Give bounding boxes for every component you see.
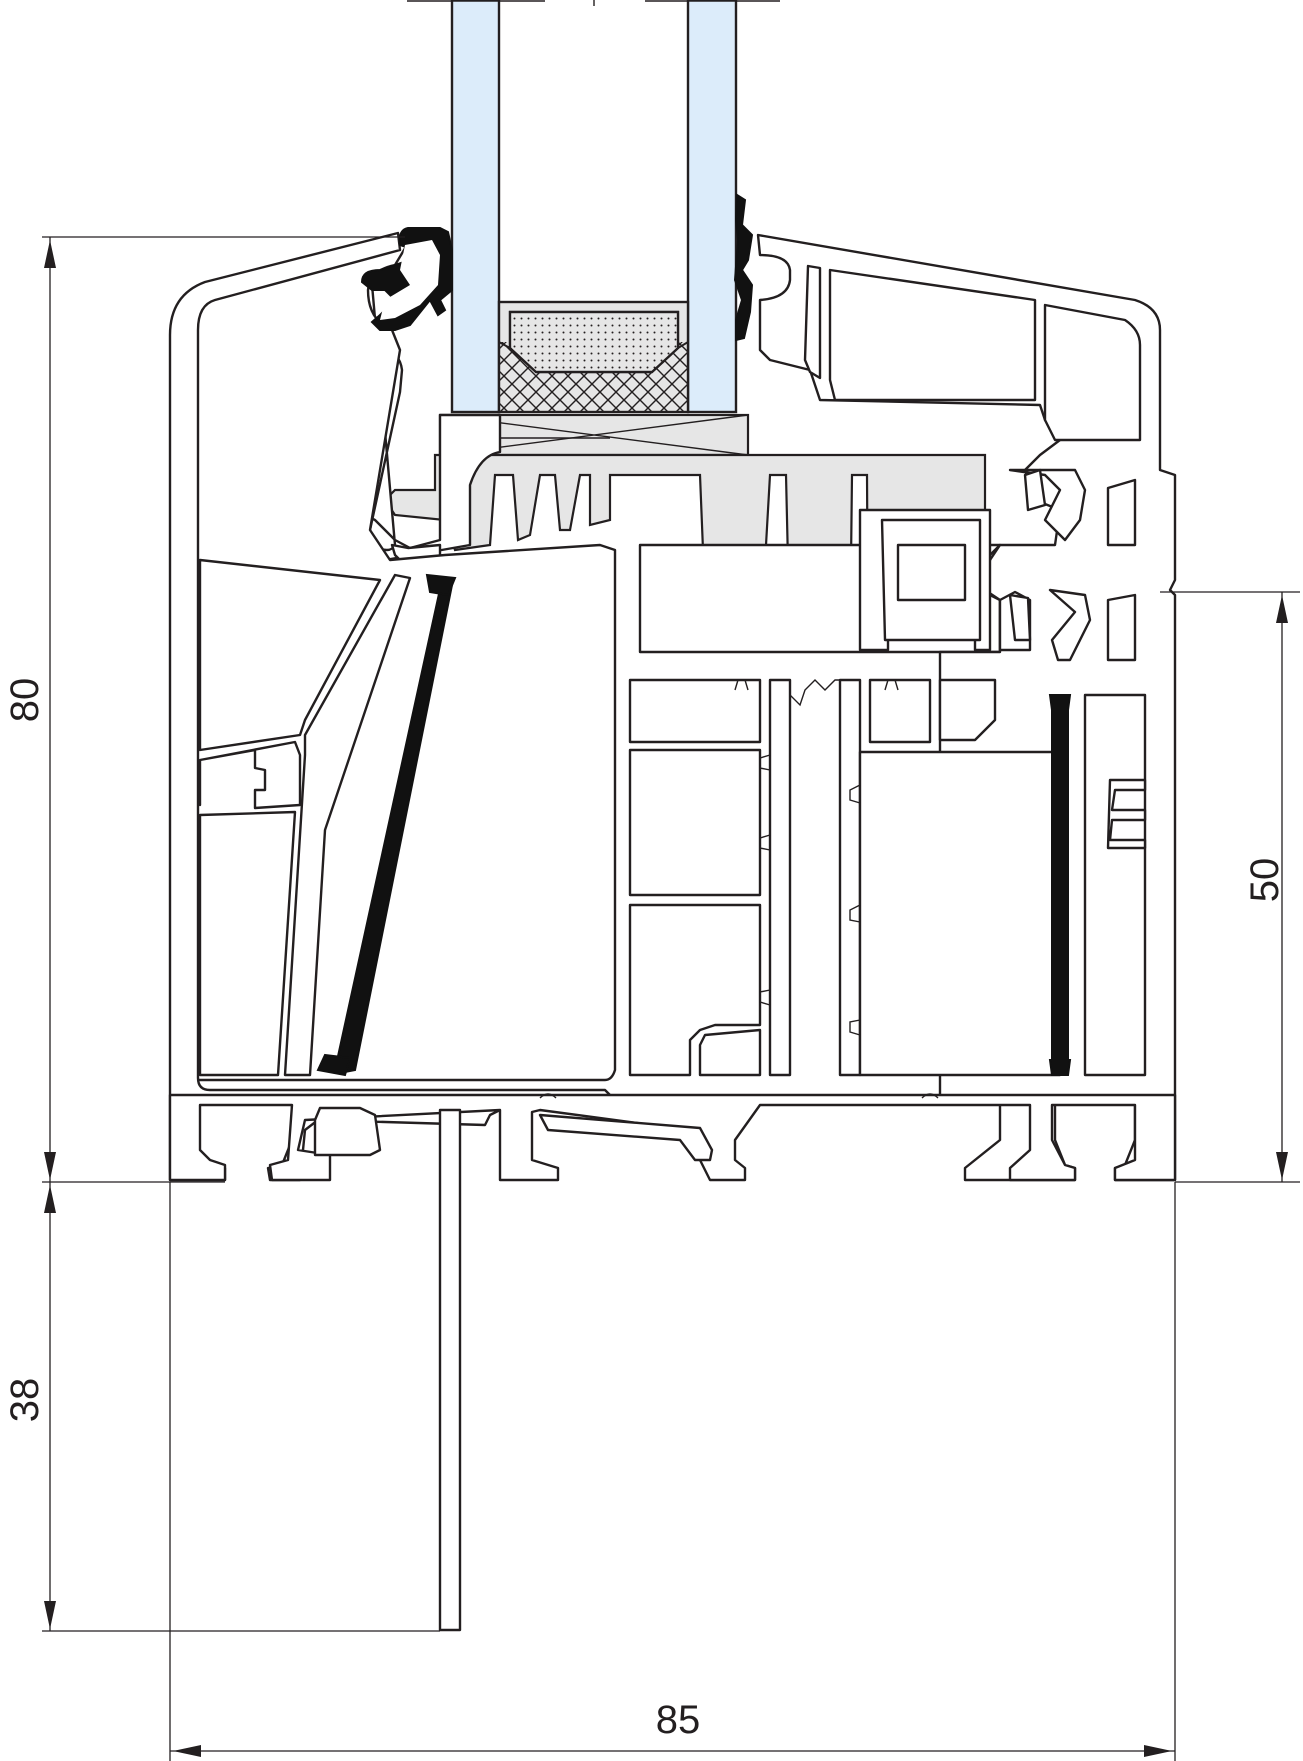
dimension-width-total: 85 [656,1698,701,1742]
weather-gasket-outer [1051,697,1069,1073]
glazing-unit [407,0,780,414]
dimension-arrows [44,240,1288,1757]
glass-pane-left [450,0,501,414]
frame-profile [168,231,1177,1182]
dimension-height-right: 50 [1243,858,1287,903]
frame-bottom-wall [168,1093,1177,1182]
glazing-gasket-right [733,193,754,342]
glass-pane-right [686,0,738,414]
dimension-lines [42,236,1300,1761]
gaskets [316,193,1072,1077]
dimension-height-lower: 38 [3,1378,47,1423]
dimension-height-total: 80 [3,678,47,723]
frame-extension-fin [438,1108,462,1632]
